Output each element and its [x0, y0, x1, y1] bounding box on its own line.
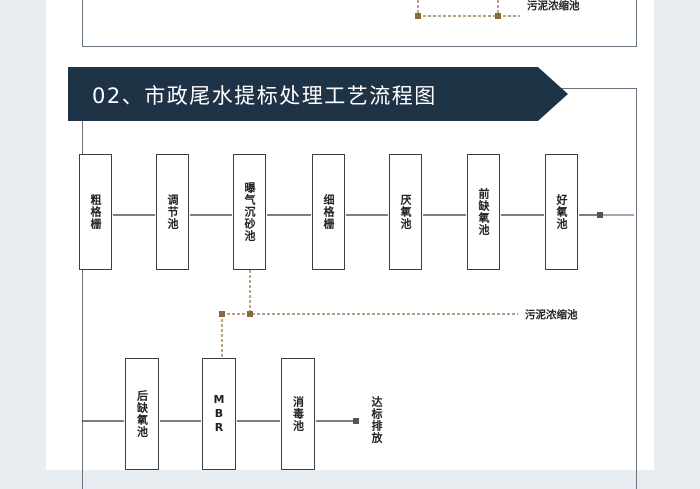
process-box-aerated-grit-chamber: 曝气沉砂池 — [233, 154, 266, 270]
process-label: 粗格栅 — [89, 194, 102, 230]
process-label: 消毒池 — [291, 396, 305, 432]
process-label: 厌氧池 — [399, 194, 412, 230]
sludge-thickener-label: 污泥浓缩池 — [525, 309, 578, 321]
discharge-label: 达标排放 — [370, 396, 383, 444]
process-label: 后缺氧池 — [135, 390, 149, 438]
process-box-fine-screen: 细格栅 — [312, 154, 345, 270]
previous-section-frame — [82, 0, 637, 47]
process-box-mbr: MBR — [202, 358, 236, 470]
process-box-post-anoxic-tank: 后缺氧池 — [125, 358, 159, 470]
process-label: MBR — [212, 393, 226, 435]
process-box-regulating-tank: 调节池 — [156, 154, 189, 270]
title-banner — [68, 67, 568, 121]
process-label: 细格栅 — [322, 194, 335, 230]
process-label: 前缺氧池 — [477, 188, 490, 236]
process-box-pre-anoxic-tank: 前缺氧池 — [467, 154, 500, 270]
section-title: 02、市政尾水提标处理工艺流程图 — [92, 84, 437, 108]
process-label: 曝气沉砂池 — [243, 182, 256, 242]
process-box-coarse-screen: 粗格栅 — [79, 154, 112, 270]
process-label: 好氧池 — [555, 194, 568, 230]
connector-layer — [82, 0, 634, 424]
top-sludge-label: 污泥浓缩池 — [527, 0, 580, 12]
process-box-disinfection-tank: 消毒池 — [281, 358, 315, 470]
process-box-aerobic-tank: 好氧池 — [545, 154, 578, 270]
process-label: 调节池 — [166, 194, 179, 230]
process-box-anaerobic-tank: 厌氧池 — [389, 154, 422, 270]
